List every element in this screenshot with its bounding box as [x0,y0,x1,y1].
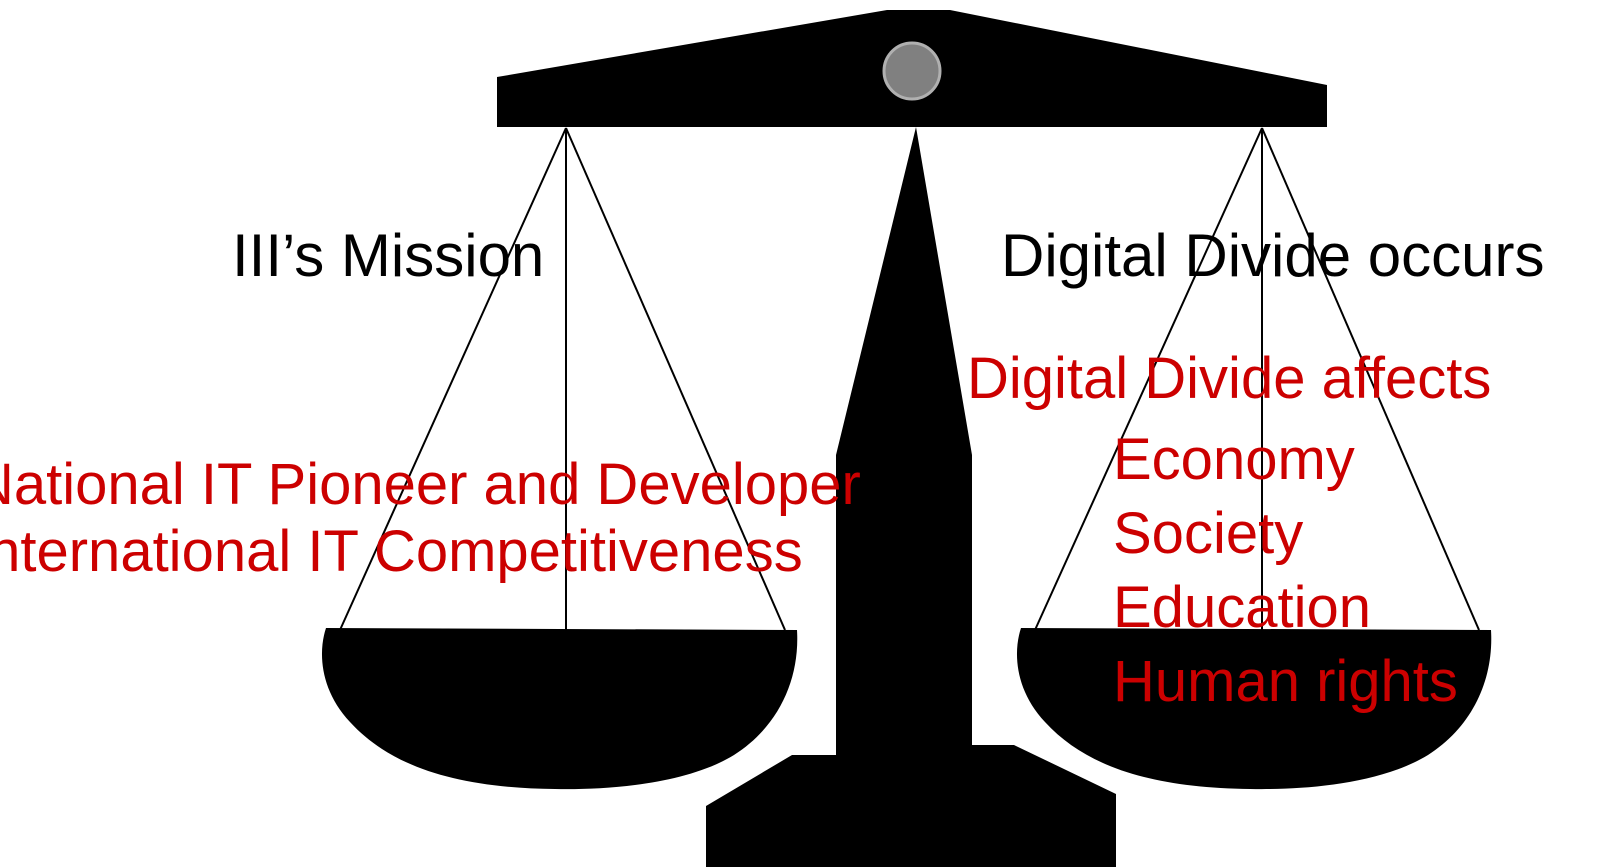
right-pan-affects-label: Digital Divide affects [967,346,1492,411]
right-pan-bowl [1016,628,1492,790]
list-item: Human rights [1113,649,1458,714]
left-pan-strings [339,127,786,631]
scale-column [706,127,1116,867]
right-pan-strings [1034,127,1480,631]
list-item: Society [1113,501,1304,566]
left-pan-item: National IT Pioneer and Developer [0,452,861,517]
left-pan-bowl [321,628,798,790]
right-pan-heading: Digital Divide occurs [1001,222,1545,289]
pivot-knob [882,41,942,101]
left-pan-heading: III’s Mission [232,222,545,289]
left-pan-item: International IT Competitiveness [0,519,803,584]
list-item: Economy [1113,427,1355,492]
right-pan-affected-list: Economy Society Education Human rights [1113,423,1458,719]
list-item: Education [1113,575,1371,640]
